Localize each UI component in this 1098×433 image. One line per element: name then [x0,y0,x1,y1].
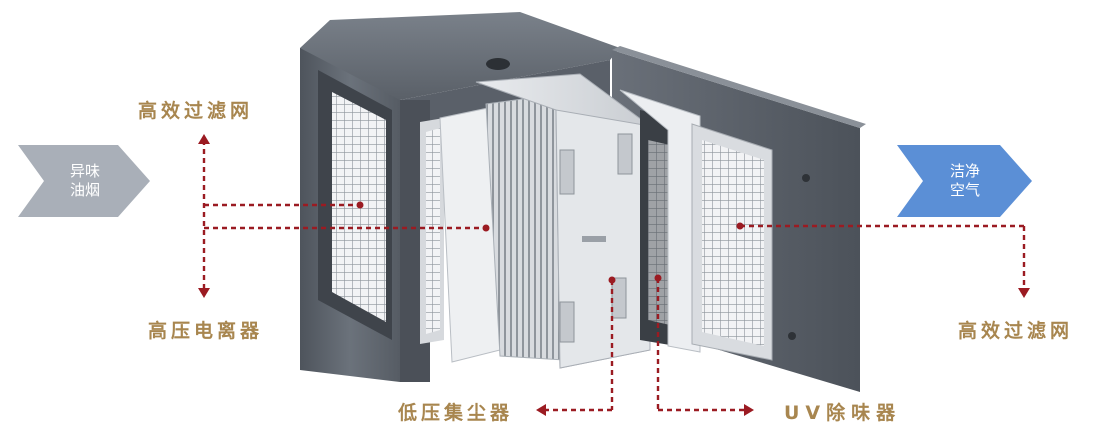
outlet-label-line1: 洁净 [949,162,980,180]
label-low-voltage-collector: 低压集尘器 [398,402,514,424]
inlet-label-line2: 油烟 [69,181,100,199]
leader-arrowheads [198,134,1030,416]
label-hepa-filter-right: 高效过滤网 [958,320,1074,342]
outlet-arrow [897,145,1032,217]
outlet-label: 洁净 空气 [938,162,992,200]
label-high-voltage-ionizer: 高压电离器 [148,320,264,342]
leader-lines [202,140,1026,412]
inlet-label-line1: 异味 [69,162,100,180]
inlet-label: 异味 油烟 [58,162,112,200]
label-uv-deodorizer: UV除味器 [784,402,902,424]
outlet-label-line2: 空气 [949,181,980,199]
filter-modules [420,73,773,369]
label-hepa-filter-left: 高效过滤网 [138,100,254,122]
inlet-arrow [18,145,150,217]
